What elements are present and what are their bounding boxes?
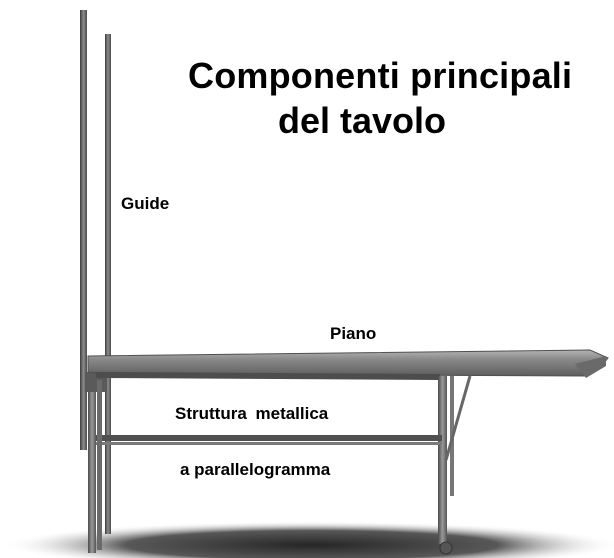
inner-upright: [97, 380, 102, 550]
right-leg: [438, 376, 447, 544]
guide-pole-left: [80, 10, 87, 450]
label-piano: Piano: [330, 324, 377, 343]
title-line-1: Componenti principali: [188, 55, 573, 96]
label-struttura-line-2: a parallelogramma: [180, 460, 331, 479]
label-guide: Guide: [121, 194, 170, 213]
left-frame-post: [88, 368, 96, 553]
caster-wheel: [439, 541, 453, 555]
diagonal-strut: [444, 375, 472, 461]
guide-pole-right: [105, 34, 111, 534]
tabletop-edge: [96, 372, 440, 380]
tabletop-end-cap: [575, 356, 606, 378]
label-struttura-line-1: Struttura metallica: [175, 404, 329, 423]
parallelogram-crossbar-lower: [96, 442, 442, 445]
floor-shadow: [2, 521, 614, 558]
title-line-2: del tavolo: [278, 100, 447, 141]
tabletop: [87, 349, 609, 377]
parallelogram-crossbar: [96, 435, 442, 441]
